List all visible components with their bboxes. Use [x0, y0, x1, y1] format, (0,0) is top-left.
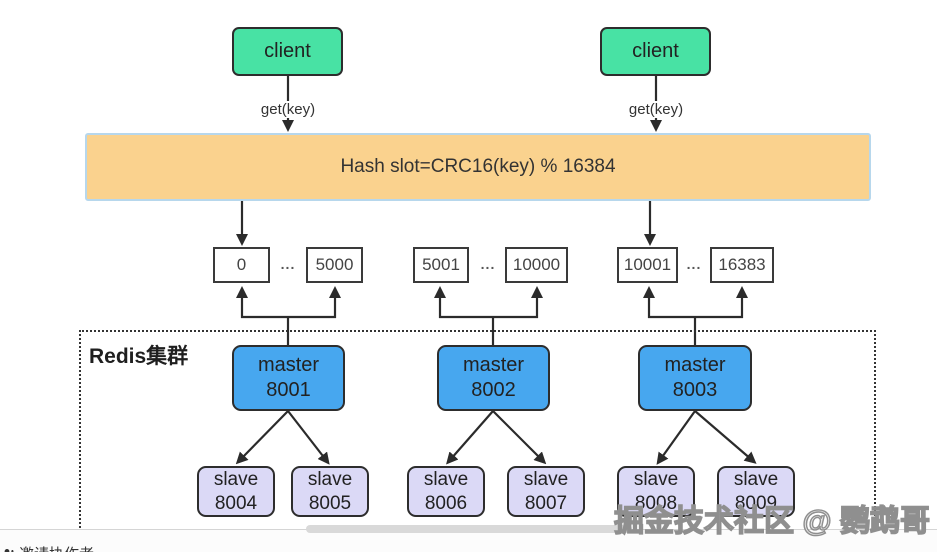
slave-port: 8004: [214, 492, 258, 514]
slot-dots-3: ...: [686, 256, 702, 272]
invite-collaborator-label: 邀请协作者: [19, 543, 94, 552]
slave-role: slave: [423, 468, 469, 490]
get-key-arrow-label-2: get(key): [625, 101, 687, 118]
slave-role: slave: [733, 468, 779, 490]
master-role: master: [462, 354, 525, 376]
client-node-2: client: [600, 27, 711, 76]
hash-slot-label: Hash slot=CRC16(key) % 16384: [340, 156, 616, 177]
slave-node-8007: slave 8007: [507, 466, 585, 517]
slave-port: 8005: [308, 492, 352, 514]
master-node-8003: master 8003: [638, 345, 752, 411]
watermark: 掘金技术社区 @ 鹦鹉哥: [613, 504, 930, 538]
slave-node-8006: slave 8006: [407, 466, 485, 517]
invite-collaborator-icon: [4, 548, 14, 552]
invite-collaborator-button[interactable]: 邀请协作者: [2, 543, 94, 552]
slot-box-5000: 5000: [306, 247, 363, 283]
slave-node-8005: slave 8005: [291, 466, 369, 517]
master-role: master: [664, 354, 726, 376]
slave-node-8004: slave 8004: [197, 466, 275, 517]
master-node-8002: master 8002: [437, 345, 550, 411]
hash-slot-bar: Hash slot=CRC16(key) % 16384: [85, 133, 871, 201]
slave-node-8008: slave 8008: [617, 466, 695, 517]
get-key-arrow-label-1: get(key): [257, 101, 319, 118]
client-node-1: client: [232, 27, 343, 76]
slave-role: slave: [633, 468, 679, 490]
slave-port: 8007: [524, 492, 568, 514]
slot-box-5001: 5001: [413, 247, 469, 283]
master-port: 8002: [471, 379, 516, 401]
slave-node-8009: slave 8009: [717, 466, 795, 517]
slot-dots-2: ...: [480, 256, 496, 272]
master-port: 8003: [672, 379, 718, 401]
slot-box-10001: 10001: [617, 247, 678, 283]
slave-role: slave: [213, 468, 259, 490]
slave-role: slave: [307, 468, 353, 490]
slave-port: 8008: [634, 492, 678, 514]
slave-role: slave: [523, 468, 569, 490]
slave-port: 8006: [424, 492, 468, 514]
master-role: master: [257, 354, 320, 376]
master-node-8001: master 8001: [232, 345, 345, 411]
slave-port: 8009: [734, 492, 778, 514]
slot-box-16383: 16383: [710, 247, 774, 283]
horizontal-scrollbar[interactable]: [306, 525, 632, 533]
slot-dots-1: ...: [280, 256, 296, 272]
client-label: client: [264, 40, 311, 62]
client-label: client: [632, 40, 679, 62]
redis-cluster-label: Redis集群: [89, 345, 189, 368]
master-port: 8001: [266, 379, 311, 401]
slot-box-10000: 10000: [505, 247, 568, 283]
slot-box-0: 0: [213, 247, 270, 283]
